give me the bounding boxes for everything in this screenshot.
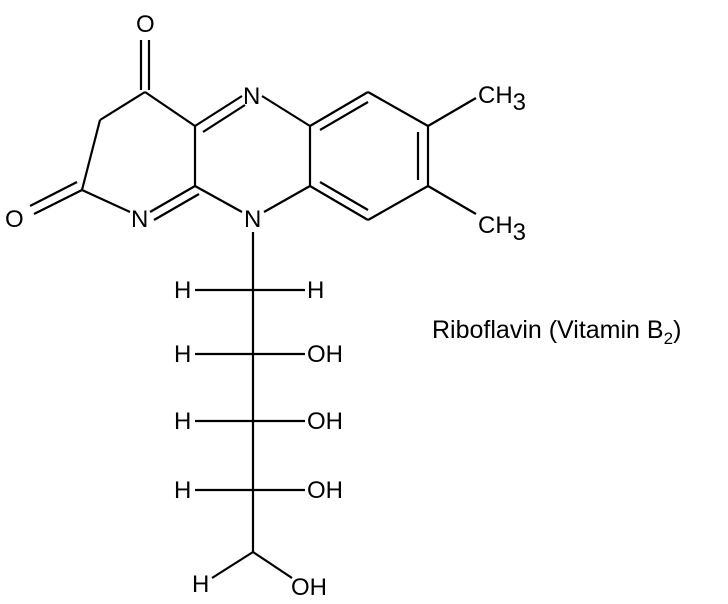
bond-c4a-n5-double xyxy=(202,104,246,133)
bond-c9-c9a-double xyxy=(319,181,369,211)
atom-nitrogen-left: N xyxy=(131,206,148,233)
bond-c7-methyl xyxy=(427,97,477,127)
methyl-top: CH3 xyxy=(478,82,526,116)
bond-c8-c9 xyxy=(367,185,429,221)
atom-oxygen-top: O xyxy=(136,11,155,38)
bond-c4-c3 xyxy=(99,91,146,121)
chain-c5-right-oh: OH xyxy=(291,574,327,601)
chain-c3-right-oh: OH xyxy=(307,408,343,435)
bond-n5-c5a xyxy=(261,95,311,127)
caption-name: Riboflavin (Vitamin B xyxy=(432,316,664,344)
bond-c6-c7 xyxy=(367,91,429,127)
bond-c3-c2 xyxy=(80,119,102,191)
chain-c1-left-h: H xyxy=(174,277,191,304)
atom-nitrogen-bottom: N xyxy=(244,206,261,233)
chain-c5-left-h: H xyxy=(192,571,209,598)
bond-n10-c10a xyxy=(194,185,243,213)
chain-c2-left-h: H xyxy=(174,341,191,368)
bond-n1-c10a-double xyxy=(153,193,200,221)
bond-c5-h xyxy=(211,551,254,579)
methyl-bottom: CH3 xyxy=(478,212,526,246)
bond-c4a-n5 xyxy=(194,95,243,127)
bond-c9a-n10 xyxy=(263,185,311,213)
bond-c5-oh xyxy=(252,551,293,579)
bond-c2-o xyxy=(33,189,83,215)
atom-oxygen-left: O xyxy=(5,206,24,233)
chain-c2-right-oh: OH xyxy=(307,341,343,368)
bond-c5a-c6 xyxy=(309,91,369,127)
bond-c2-o-double xyxy=(29,181,78,207)
bond-c5a-c6-double xyxy=(319,101,369,131)
chain-c3-left-h: H xyxy=(174,408,191,435)
chain-c4-right-oh: OH xyxy=(307,477,343,504)
molecule-caption: Riboflavin (Vitamin B2) xyxy=(432,316,681,349)
caption-subscript: 2 xyxy=(663,329,674,348)
bond-n1-c10a xyxy=(149,185,196,213)
bond-c2-n1 xyxy=(81,189,131,213)
caption-close: ) xyxy=(673,316,682,344)
chain-c4-left-h: H xyxy=(174,477,191,504)
chain-c1-right-h: H xyxy=(307,277,324,304)
bond-c4a-c4 xyxy=(144,91,196,127)
bond-c8-methyl xyxy=(427,185,477,215)
bond-c9-c9a xyxy=(309,185,369,221)
atom-nitrogen-top: N xyxy=(243,83,260,110)
